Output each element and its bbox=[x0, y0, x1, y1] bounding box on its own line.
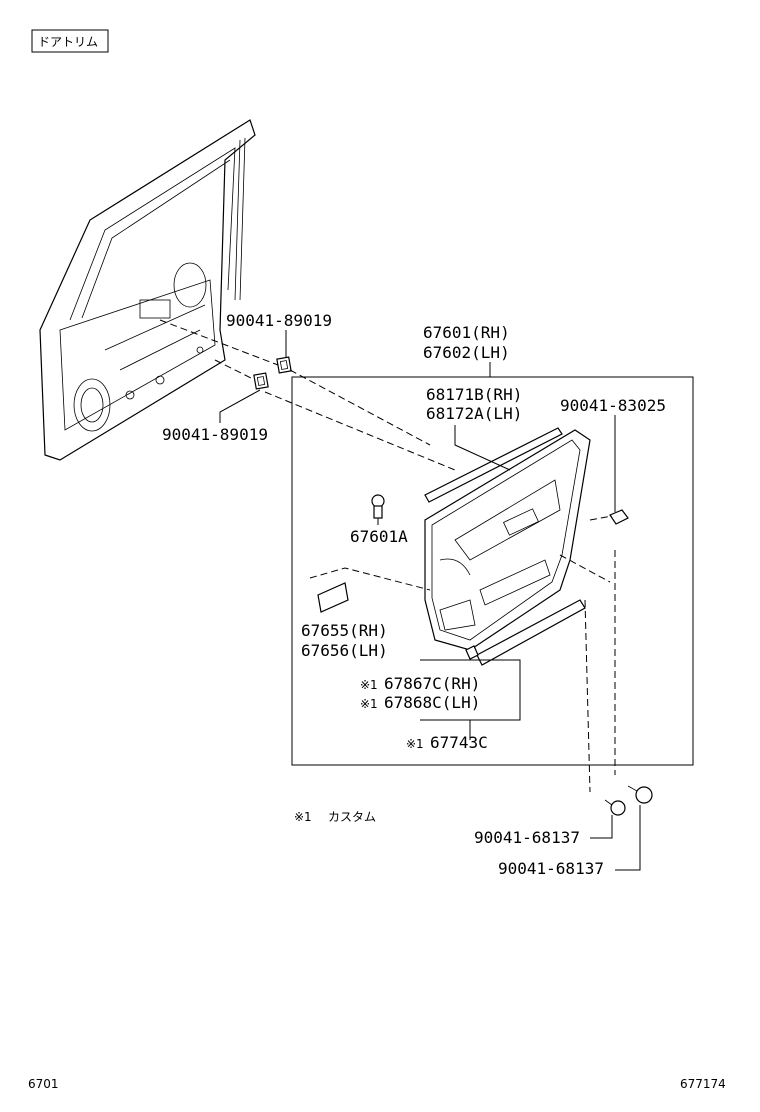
clip-upper-illustration bbox=[276, 356, 292, 374]
label-trim-rh: 67601(RH) bbox=[423, 323, 510, 342]
label-bolt: 67601A bbox=[350, 527, 408, 546]
moulding-illustration bbox=[476, 599, 586, 666]
label-screw-2: 90041-68137 bbox=[498, 859, 604, 878]
clip-lower-illustration bbox=[253, 372, 269, 390]
mark-mold-sub: ※1 bbox=[406, 737, 424, 751]
leader-lines bbox=[219, 330, 641, 871]
door-trim-panel-illustration bbox=[424, 429, 591, 651]
label-clip-lower: 90041-89019 bbox=[162, 425, 268, 444]
label-pad-lh: 67656(LH) bbox=[301, 641, 388, 660]
footer-left-code: 6701 bbox=[28, 1077, 59, 1091]
section-tag: ドアトリム bbox=[31, 29, 109, 53]
bolt-illustration bbox=[371, 494, 385, 519]
screw-2-illustration bbox=[627, 785, 653, 804]
label-clip-right: 90041-83025 bbox=[560, 396, 666, 415]
mark-mold-lh: ※1 bbox=[360, 697, 378, 711]
label-mold-rh: 67867C(RH) bbox=[384, 674, 480, 693]
screw-1-illustration bbox=[604, 799, 626, 816]
footnote-mark: ※1 bbox=[294, 810, 312, 824]
pad-illustration bbox=[317, 582, 349, 613]
label-trim-lh: 67602(LH) bbox=[423, 343, 510, 362]
footnote-text: カスタム bbox=[328, 810, 376, 824]
section-tag-text: ドアトリム bbox=[38, 35, 98, 49]
label-mold-sub: 67743C bbox=[430, 733, 488, 752]
weatherstrip-illustration bbox=[424, 427, 563, 503]
assembly-frame bbox=[291, 376, 694, 766]
mark-mold-rh: ※1 bbox=[360, 678, 378, 692]
footer-right-code: 677174 bbox=[680, 1077, 726, 1091]
label-screw-1: 90041-68137 bbox=[474, 828, 580, 847]
door-shell-illustration bbox=[39, 119, 256, 461]
assembly-dashed-lines bbox=[159, 319, 616, 793]
label-pad-rh: 67655(RH) bbox=[301, 621, 388, 640]
label-weather-lh: 68172A(LH) bbox=[426, 404, 522, 423]
cap-illustration bbox=[465, 645, 479, 660]
label-mold-lh: 67868C(LH) bbox=[384, 693, 480, 712]
label-clip-upper: 90041-89019 bbox=[226, 311, 332, 330]
clip-right-illustration bbox=[609, 509, 629, 525]
label-weather-rh: 68171B(RH) bbox=[426, 385, 522, 404]
